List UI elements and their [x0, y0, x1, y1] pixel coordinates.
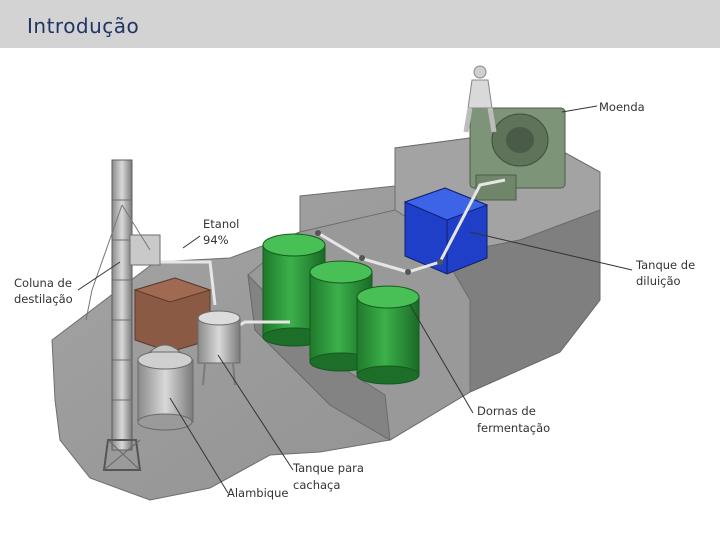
label-dornas-line2: fermentação	[477, 421, 550, 435]
label-dornas-line1: Dornas de	[477, 404, 536, 418]
pipe-valves	[315, 230, 443, 275]
label-coluna-line2: destilação	[14, 292, 73, 306]
alembic	[137, 344, 194, 431]
leader-lines	[77, 105, 633, 494]
title-bar: Introdução	[0, 0, 720, 48]
label-tanque-cachaca-line1: Tanque para	[292, 461, 364, 475]
distillation-column	[85, 159, 161, 471]
cachaca-plant-diagram: Moenda Etanol 94% Coluna de destilação T…	[14, 65, 695, 501]
label-tanque-diluicao-line1: Tanque de	[635, 258, 695, 272]
label-coluna-line1: Coluna de	[14, 276, 72, 290]
label-etanol: Etanol	[203, 217, 239, 231]
label-etanol-percent: 94%	[203, 233, 229, 247]
cachaca-tank	[197, 310, 241, 386]
dilution-tank	[403, 187, 489, 275]
fermentation-tank-3	[356, 285, 420, 385]
mill	[463, 65, 566, 201]
label-moenda: Moenda	[599, 100, 645, 114]
label-tanque-diluicao-line2: diluição	[636, 274, 681, 288]
label-alambique: Alambique	[227, 486, 288, 500]
label-tanque-cachaca-line2: cachaça	[293, 478, 340, 492]
control-building	[133, 277, 212, 353]
slide-title: Introdução	[27, 14, 140, 38]
